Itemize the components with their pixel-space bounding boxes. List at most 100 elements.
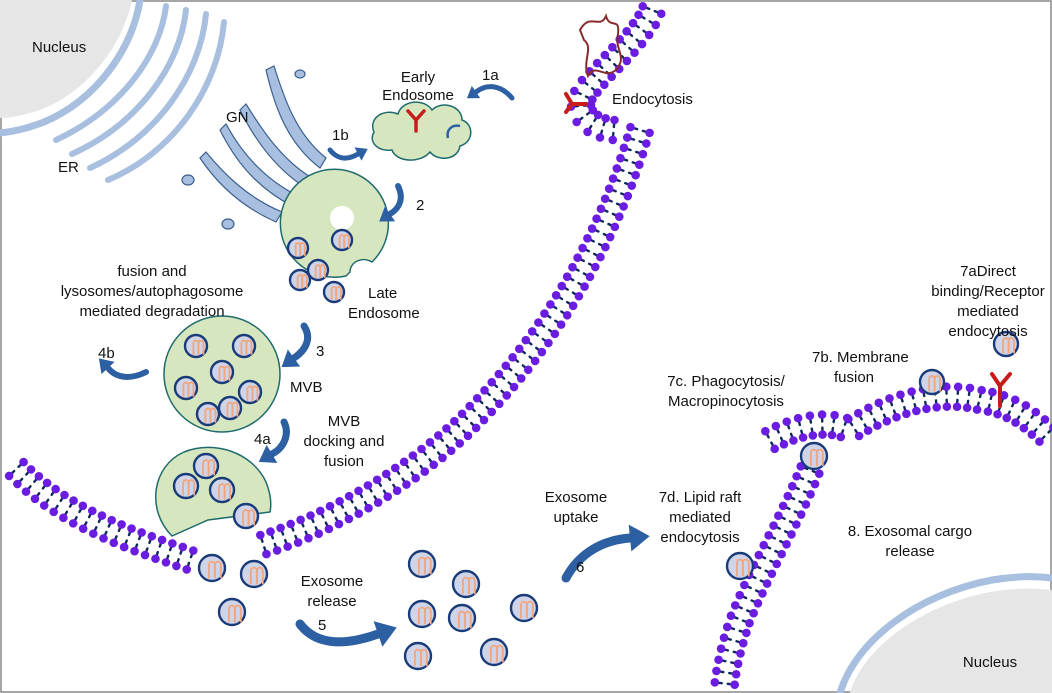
docking-mvb-ilv-0 bbox=[172, 472, 200, 500]
released-exosome-5 bbox=[407, 599, 437, 629]
label-cargo-release-1: 8. Exosomal cargo bbox=[848, 523, 972, 540]
nucleus-bottom bbox=[850, 588, 1052, 693]
label-fusion-2: lysosomes/autophagosome bbox=[61, 283, 244, 300]
nucleus-top bbox=[0, 0, 132, 118]
mvb-ilv-3 bbox=[173, 375, 199, 401]
step-3: 3 bbox=[316, 343, 324, 360]
exosome-vesicles bbox=[172, 228, 1020, 671]
docking-mvb-ilv-2 bbox=[232, 502, 260, 530]
membrane-recipient-cell-side bbox=[710, 461, 824, 690]
released-exosome-7 bbox=[509, 593, 539, 623]
arrow-1b bbox=[327, 147, 368, 161]
released-exosome-1 bbox=[239, 559, 269, 589]
docking-mvb-ilv-3 bbox=[192, 452, 220, 480]
released-exosome-9 bbox=[479, 637, 509, 667]
late-endosome-ilv-1 bbox=[330, 228, 354, 252]
exosome-receptor-binding bbox=[992, 330, 1020, 358]
label-nucleus-top: Nucleus bbox=[32, 39, 86, 56]
step-2: 2 bbox=[416, 197, 424, 214]
arrow-2 bbox=[379, 183, 404, 222]
label-lipid-raft-2: mediated bbox=[669, 509, 731, 526]
label-phagocytosis-2: Macropinocytosis bbox=[668, 393, 784, 410]
label-late-endosome-1: Late bbox=[368, 285, 397, 302]
arrow-5 bbox=[295, 619, 397, 647]
nuclear-envelope-bottom bbox=[836, 573, 1052, 693]
late-endosome-ilv-2 bbox=[306, 258, 330, 282]
released-exosome-2 bbox=[217, 597, 247, 627]
endoplasmic-reticulum bbox=[53, 3, 227, 183]
label-exosome-uptake-1: Exosome bbox=[545, 489, 608, 506]
label-fusion-3: mediated degradation bbox=[79, 303, 224, 320]
receptor-early-endosome bbox=[406, 109, 426, 133]
arrow-4b bbox=[98, 358, 149, 380]
nuclear-envelope-top bbox=[0, 0, 144, 137]
membrane-donor-cell-left bbox=[4, 457, 198, 574]
exosome-membrane-fusion bbox=[918, 368, 946, 396]
mvb-ilv-2 bbox=[209, 359, 235, 385]
arrow-3 bbox=[281, 322, 312, 368]
step-4b: 4b bbox=[98, 345, 115, 362]
mvb-ilv-0 bbox=[183, 333, 209, 359]
label-direct-binding-4: endocytosis bbox=[948, 323, 1027, 340]
step-5: 5 bbox=[318, 617, 326, 634]
arrow-1a bbox=[466, 84, 515, 101]
label-early-endosome-1: Early bbox=[401, 69, 436, 86]
label-direct-binding-3: mediated bbox=[957, 303, 1019, 320]
arrow-6 bbox=[561, 524, 650, 583]
label-er: ER bbox=[58, 159, 79, 176]
label-direct-binding-2: binding/Receptor bbox=[931, 283, 1044, 300]
mvb-ilv-1 bbox=[231, 333, 257, 359]
ligand-squiggle bbox=[578, 13, 622, 79]
label-mvb-docking-2: docking and bbox=[304, 433, 385, 450]
label-mvb-docking-3: fusion bbox=[324, 453, 364, 470]
label-membrane-fusion-2: fusion bbox=[834, 369, 874, 386]
receptor-endocytosis bbox=[564, 92, 588, 114]
plasma-membranes bbox=[4, 1, 1052, 690]
label-late-endosome-2: Endosome bbox=[348, 305, 420, 322]
label-mvb: MVB bbox=[290, 379, 323, 396]
late-endosome-ilv-0 bbox=[286, 236, 310, 260]
label-mvb-docking-1: MVB bbox=[328, 413, 361, 430]
mvb-ilv-4 bbox=[237, 379, 263, 405]
label-exosome-uptake-2: uptake bbox=[553, 509, 598, 526]
label-exosome-release-1: Exosome bbox=[301, 573, 364, 590]
label-endocytosis: Endocytosis bbox=[612, 91, 693, 108]
exosome-phagocytosis bbox=[799, 441, 829, 471]
step-4a: 4a bbox=[254, 431, 271, 448]
label-phagocytosis-1: 7c. Phagocytosis/ bbox=[667, 373, 785, 390]
released-exosome-4 bbox=[451, 569, 481, 599]
arrow-4a bbox=[258, 418, 290, 464]
process-arrows bbox=[98, 84, 650, 647]
early-endosome bbox=[371, 101, 472, 161]
label-membrane-fusion-1: 7b. Membrane bbox=[812, 349, 909, 366]
label-direct-binding-1: 7aDirect bbox=[960, 263, 1017, 280]
step-6: 6 bbox=[576, 559, 584, 576]
membrane-donor-cell-right bbox=[256, 122, 654, 559]
late-endosome-ilv-4 bbox=[288, 268, 312, 292]
released-exosome-3 bbox=[407, 549, 437, 579]
exosome-lipid-raft bbox=[725, 551, 755, 581]
docking-mvb-ilv-1 bbox=[208, 476, 236, 504]
label-gn: GN bbox=[226, 109, 249, 126]
label-nucleus-bottom: Nucleus bbox=[963, 654, 1017, 671]
label-lipid-raft-3: endocytosis bbox=[660, 529, 739, 546]
label-fusion-1: fusion and bbox=[117, 263, 186, 280]
mvb-ilv-6 bbox=[195, 401, 221, 427]
released-exosome-6 bbox=[447, 603, 477, 633]
label-early-endosome-2: Endosome bbox=[382, 87, 454, 104]
label-cargo-release-2: release bbox=[885, 543, 934, 560]
late-endosome-ilv-3 bbox=[322, 280, 346, 304]
membrane-endocytosis-pit bbox=[566, 1, 666, 145]
step-1a: 1a bbox=[482, 67, 499, 84]
released-exosome-0 bbox=[197, 553, 227, 583]
receptor-7a bbox=[990, 372, 1012, 408]
released-exosome-8 bbox=[403, 641, 433, 671]
mvb-ilv-5 bbox=[217, 395, 243, 421]
step-1b: 1b bbox=[332, 127, 349, 144]
label-exosome-release-2: release bbox=[307, 593, 356, 610]
label-lipid-raft-1: 7d. Lipid raft bbox=[659, 489, 742, 506]
membrane-recipient-cell-top bbox=[761, 382, 1052, 454]
